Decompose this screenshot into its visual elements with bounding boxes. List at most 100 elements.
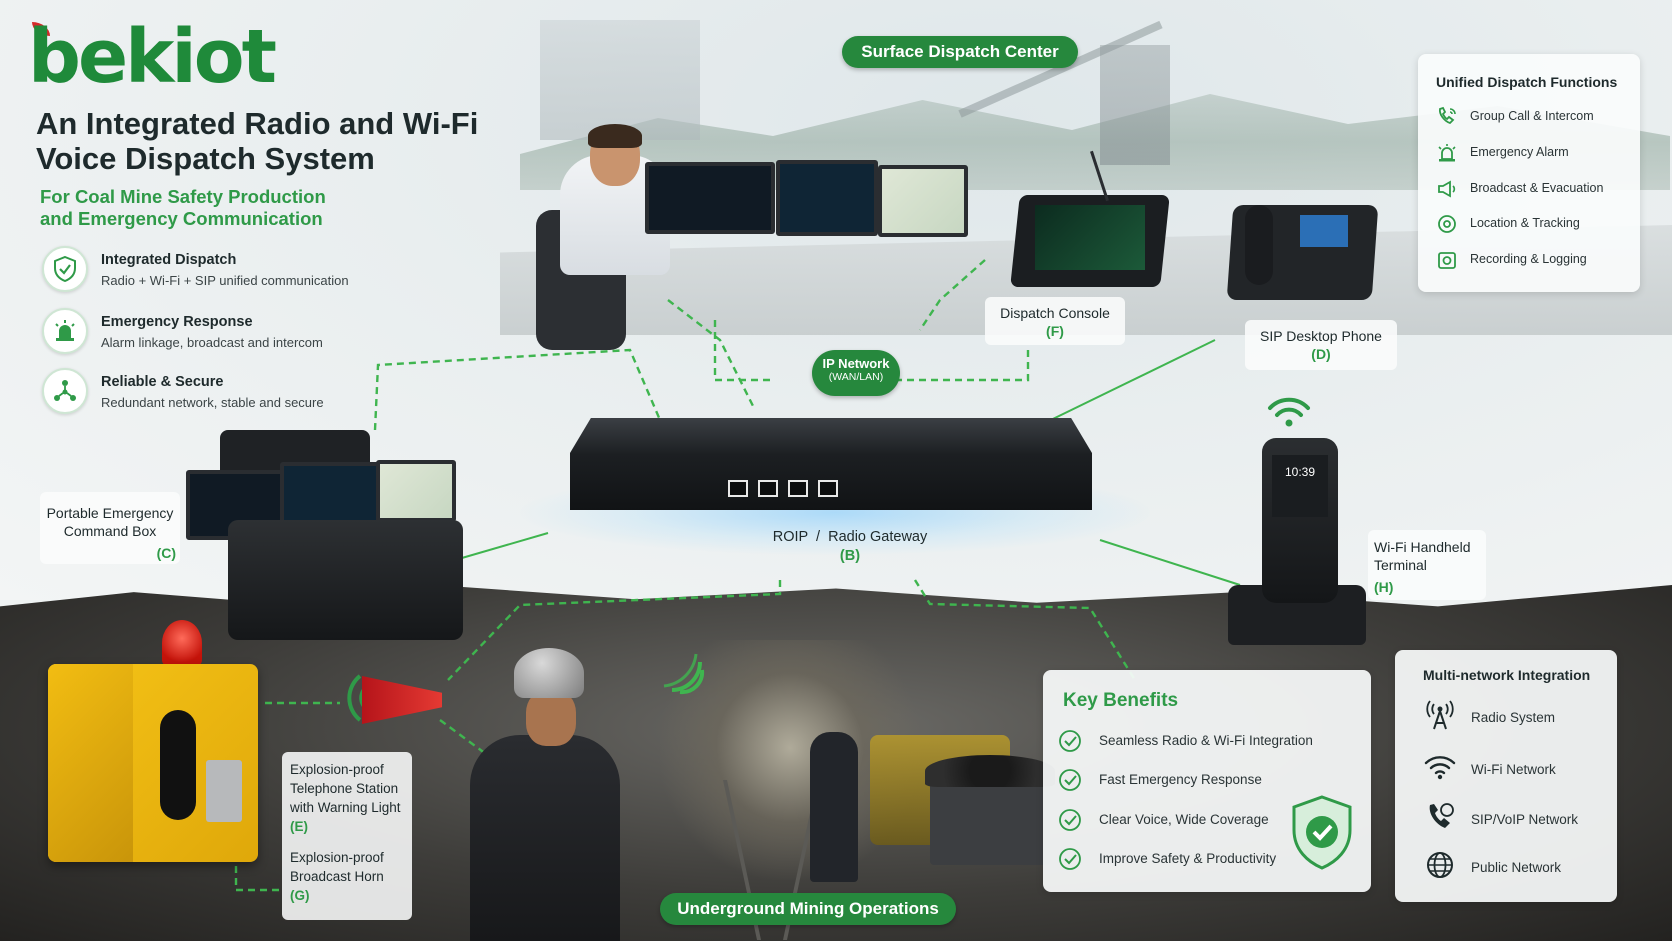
function-item: Emergency Alarm (1470, 145, 1569, 159)
security-shield-icon (1292, 795, 1352, 870)
benefit-item: Fast Emergency Response (1099, 772, 1262, 787)
dispatcher-hair (588, 124, 642, 148)
function-item: Broadcast & Evacuation (1470, 181, 1604, 195)
globe-icon (1423, 848, 1457, 882)
node-label-sip-phone: SIP Desktop Phone (D) (1245, 320, 1397, 370)
node-code: (E) (290, 819, 308, 834)
check-circle-icon (1057, 846, 1083, 872)
feature-emergency-response: Emergency Response Alarm linkage, broadc… (42, 308, 402, 358)
line-gateway-ip (713, 320, 770, 382)
network-item: SIP/VoIP Network (1471, 812, 1579, 827)
feature-integrated-dispatch: Integrated Dispatch Radio + Wi-Fi + SIP … (42, 246, 402, 296)
wifi-signal-icon (1268, 397, 1310, 427)
feature-title: Reliable & Secure (101, 374, 224, 390)
node-label-handheld: Wi-Fi Handheld Terminal (H) (1368, 530, 1486, 600)
benefit-item: Clear Voice, Wide Coverage (1099, 812, 1269, 827)
node-name: Wi-Fi Handheld Terminal (1374, 539, 1471, 573)
ip-network-sub: (WAN/LAN) (828, 371, 884, 383)
recording-icon (1434, 247, 1460, 273)
telephone-door (48, 664, 133, 862)
shield-check-icon (42, 246, 88, 292)
feature-desc: Radio + Wi-Fi + SIP unified communicatio… (101, 273, 349, 288)
line-desk-gateway (667, 299, 757, 411)
line-gateway-benefits (913, 579, 1137, 681)
network-item: Public Network (1471, 860, 1562, 875)
miner-helmet (514, 648, 584, 698)
node-name: ROIP / Radio Gateway (772, 529, 928, 545)
telephone-handset (160, 710, 196, 820)
miner-face (526, 690, 576, 746)
line-phone-label (234, 866, 282, 892)
network-item: Wi-Fi Network (1471, 762, 1556, 777)
node-label-console: Dispatch Console (F) (985, 297, 1125, 345)
dispatch-functions-panel: Unified Dispatch Functions Group Call & … (1418, 54, 1640, 292)
node-label-gateway: ROIP / Radio Gateway (B) (760, 528, 940, 566)
dispatch-console-screen (1035, 205, 1145, 270)
feature-reliable-secure: Reliable & Secure Redundant network, sta… (42, 368, 402, 418)
voip-phone-icon (1423, 800, 1457, 834)
radio-wave-icon (663, 653, 705, 695)
panel-title: Unified Dispatch Functions (1436, 74, 1618, 90)
alarm-icon (1434, 140, 1460, 166)
network-nodes-icon (42, 368, 88, 414)
key-benefits-panel: Key Benefits Seamless Radio & Wi-Fi Inte… (1043, 670, 1371, 892)
feature-desc: Alarm linkage, broadcast and intercom (101, 335, 323, 350)
function-item: Location & Tracking (1470, 216, 1580, 230)
coal-pile (925, 755, 1055, 787)
node-name-telephone: Explosion-proof Telephone Station with W… (290, 762, 401, 815)
page-title: An Integrated Radio and Wi-Fi Voice Disp… (36, 106, 479, 176)
line-horn-miner (439, 719, 506, 769)
panel-title: Multi-network Integration (1423, 667, 1591, 683)
radio-tower-icon (1423, 698, 1457, 732)
node-name: Portable Emergency Command Box (46, 505, 174, 539)
command-box-case (228, 520, 463, 640)
sip-phone-handset (1245, 205, 1273, 285)
ip-network-title: IP Network (822, 356, 890, 371)
wifi-icon (1423, 750, 1457, 784)
function-item: Group Call & Intercom (1470, 109, 1594, 123)
miner-foreground (470, 735, 620, 941)
line-gateway-handheld (1099, 539, 1241, 586)
plant-building (540, 20, 700, 140)
group-call-icon (1434, 104, 1460, 130)
line-ip-console (895, 345, 1030, 382)
node-name-horn: Explosion-proof Broadcast Horn (290, 850, 384, 884)
brand-logo: bekiot (28, 14, 277, 100)
line-console-desk (919, 259, 986, 331)
location-icon (1434, 211, 1460, 237)
benefit-item: Improve Safety & Productivity (1099, 851, 1277, 866)
miner-background (810, 732, 858, 882)
ethernet-port (788, 480, 808, 497)
check-circle-icon (1057, 807, 1083, 833)
page-subtitle: For Coal Mine Safety Production and Emer… (40, 186, 326, 229)
check-circle-icon (1057, 728, 1083, 754)
network-item: Radio System (1471, 710, 1556, 725)
handheld-screen-time: 10:39 (1272, 455, 1328, 517)
ethernet-port (728, 480, 748, 497)
ethernet-port (758, 480, 778, 497)
multi-network-panel: Multi-network Integration Radio System W… (1395, 650, 1617, 902)
ethernet-port (818, 480, 838, 497)
node-code: (G) (290, 888, 310, 903)
node-name: SIP Desktop Phone (1260, 328, 1382, 344)
node-label-command-box: Portable Emergency Command Box (C) (40, 492, 180, 564)
monitor-dispatch (776, 160, 878, 236)
feature-title: Emergency Response (101, 314, 253, 330)
feature-title: Integrated Dispatch (101, 252, 237, 268)
cmdbox-screen-map (376, 460, 456, 522)
panel-title: Key Benefits (1063, 690, 1179, 711)
check-circle-icon (1057, 767, 1083, 793)
ip-network-cloud: IP Network (WAN/LAN) (812, 350, 900, 396)
node-code: (F) (1046, 323, 1064, 339)
benefit-item: Seamless Radio & Wi-Fi Integration (1099, 733, 1313, 748)
plant-silo (1100, 45, 1170, 165)
node-code: (D) (1311, 346, 1331, 362)
telephone-keypad (206, 760, 242, 822)
line-gateway-horn (447, 580, 782, 681)
monitor-video (645, 162, 775, 234)
node-code: (B) (839, 548, 861, 564)
underground-operations-pill: Underground Mining Operations (660, 893, 956, 925)
alarm-light-icon (42, 308, 88, 354)
node-code: (H) (1374, 579, 1394, 595)
monitor-map (878, 165, 968, 237)
